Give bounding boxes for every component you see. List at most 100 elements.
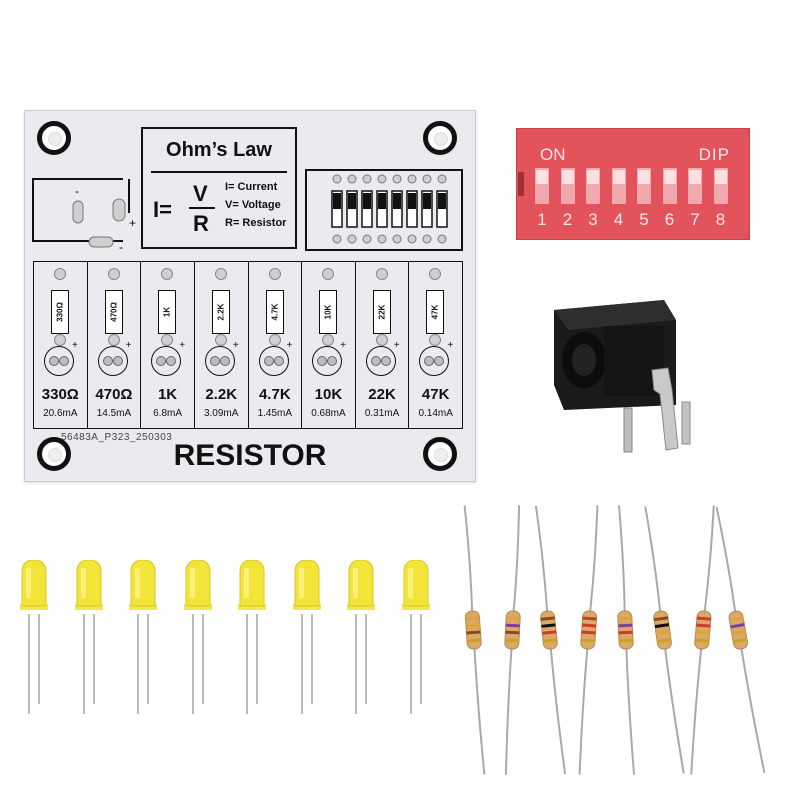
solder-pad — [322, 334, 335, 346]
dip-actuator[interactable] — [637, 168, 651, 204]
dip-actuator[interactable] — [611, 168, 626, 204]
solder-pad — [214, 334, 227, 346]
mounting-hole — [37, 121, 71, 155]
dip-actuator[interactable] — [560, 168, 575, 204]
dip-footprint-knob — [393, 193, 401, 209]
led-plus-label: + — [447, 340, 454, 351]
solder-pad — [268, 334, 281, 346]
led-plus-label: + — [340, 340, 346, 351]
dc-barrel-jack — [554, 300, 691, 453]
resistor-symbol: 1K — [158, 290, 177, 334]
dip-footprint-pad — [407, 234, 417, 244]
solder-pad — [429, 268, 442, 280]
resistor — [670, 504, 733, 776]
led-footprint — [97, 346, 128, 376]
solder-pad — [268, 268, 281, 280]
dip-actuator[interactable] — [662, 168, 677, 204]
pcb-board: - + - Ohm’s Law I= V R I= Current V= Vol… — [24, 110, 476, 482]
dip-switch-footprint — [305, 169, 463, 251]
dip-footprint-pad — [437, 174, 447, 184]
led-current: 3.09mA — [203, 408, 239, 419]
yellow-led — [400, 559, 432, 730]
mounting-hole — [423, 437, 457, 471]
solder-pad — [429, 334, 442, 346]
dip-footprint-knob — [333, 193, 341, 209]
led-plus-label: + — [286, 340, 293, 351]
resistor-symbol: 10K — [319, 290, 338, 334]
solder-pad — [375, 334, 388, 346]
dip-on-label: ON — [540, 145, 566, 164]
legend-current: I= Current — [225, 181, 278, 193]
dip-actuator[interactable] — [713, 168, 728, 204]
resistance-value: 330Ω — [41, 386, 79, 403]
resistance-value: 10K — [314, 386, 343, 403]
formula-resistance: R — [193, 211, 209, 236]
led-footprint — [419, 346, 450, 376]
dip-number: 8 — [715, 210, 726, 229]
yellow-led — [127, 559, 159, 730]
polarity-plus-label: + — [129, 216, 136, 230]
dip-actuator[interactable] — [688, 168, 702, 204]
solder-pad — [54, 268, 66, 280]
dip-footprint-pad — [332, 174, 342, 184]
mounting-hole — [423, 121, 457, 155]
dip-footprint-pad — [437, 234, 447, 244]
resistor-symbol: 22K — [372, 290, 391, 334]
resistance-value: 470Ω — [95, 386, 133, 403]
led-plus-label: + — [393, 340, 400, 351]
led-footprint — [365, 346, 396, 376]
dip-footprint-pad — [407, 174, 417, 184]
led-current: 0.14mA — [418, 408, 453, 419]
solder-pad — [54, 334, 66, 346]
dip-actuator[interactable] — [586, 168, 600, 204]
ohms-law-title: Ohm’s Law — [166, 139, 272, 161]
solder-pad — [161, 268, 174, 280]
dip-footprint-outline — [305, 169, 463, 251]
dip-footprint-pad — [347, 174, 357, 184]
mounting-hole — [37, 437, 71, 471]
led-footprint — [44, 346, 74, 376]
resistor — [445, 504, 504, 776]
dip-footprint-knob — [408, 193, 416, 209]
yellow-led — [182, 559, 214, 730]
polarity-minus-label: - — [119, 240, 123, 253]
power-jack-footprint: - + - — [32, 178, 136, 253]
resistor-label: 22K — [377, 304, 387, 320]
legend-resistor: R= Resistor — [225, 217, 287, 229]
led-footprint — [258, 346, 289, 376]
resistor-symbol: 2.2K — [211, 290, 230, 334]
led-current: 20.6mA — [43, 408, 78, 419]
resistor-label: 330Ω — [55, 302, 65, 322]
resistor-symbol: 330Ω — [51, 290, 69, 334]
legend-voltage: V= Voltage — [225, 199, 281, 211]
solder-pad — [107, 334, 120, 346]
led-current: 0.68mA — [311, 408, 346, 419]
solder-pad — [107, 268, 120, 280]
resistor — [559, 504, 618, 776]
solder-pad — [375, 268, 388, 280]
led-plus-label: + — [232, 340, 239, 351]
dip-footprint-knob — [378, 193, 386, 209]
dip-brand-label: DIP — [698, 145, 730, 164]
led-plus-label: + — [179, 340, 186, 351]
formula-current: I= — [153, 197, 172, 222]
led-current: 1.45mA — [257, 408, 293, 419]
yellow-led — [18, 559, 50, 730]
dip-number: 1 — [537, 210, 547, 229]
led-footprint — [204, 346, 235, 376]
solder-pad — [214, 268, 227, 280]
dip-footprint-pad — [347, 234, 357, 244]
dip-actuator[interactable] — [535, 168, 549, 204]
led-current: 6.8mA — [153, 408, 183, 419]
led-current: 0.31mA — [364, 408, 400, 419]
led-footprint — [312, 346, 343, 376]
led-plus-label: + — [125, 340, 132, 351]
dip-footprint-pad — [392, 234, 402, 244]
dip-footprint-knob — [423, 193, 431, 209]
yellow-led — [291, 559, 323, 730]
